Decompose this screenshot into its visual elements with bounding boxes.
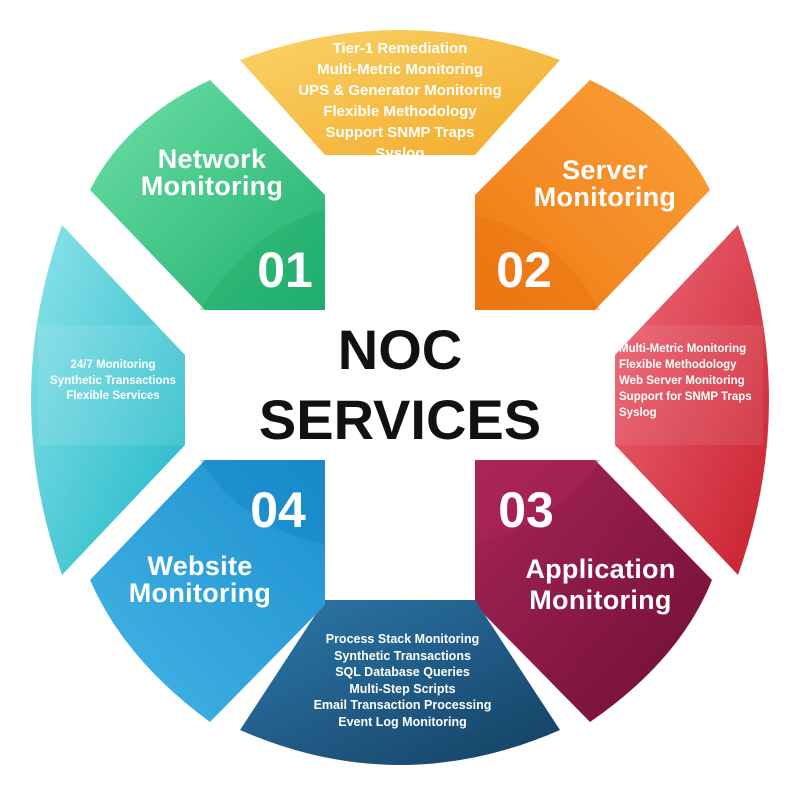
top-feature-item: Tier-1 Remediation bbox=[332, 40, 468, 57]
center-title-line2: SERVICES bbox=[258, 388, 542, 451]
website-heading-line2: Monitoring bbox=[128, 578, 272, 608]
bottom-feature-item: Multi-Step Scripts bbox=[349, 681, 456, 696]
server-number: 02 bbox=[496, 242, 552, 298]
application-monitoring-segment bbox=[475, 460, 712, 722]
bottom-feature-item: Email Transaction Processing bbox=[313, 698, 492, 712]
top-features-segment bbox=[240, 30, 560, 155]
server-heading-line1: Server bbox=[562, 155, 648, 185]
network-number: 01 bbox=[257, 242, 313, 298]
bottom-features-segment bbox=[240, 600, 560, 765]
website-heading-line1: Website bbox=[147, 551, 253, 581]
server-monitoring-segment bbox=[475, 80, 710, 310]
network-monitoring-segment bbox=[90, 80, 325, 310]
bottom-feature-item: Process Stack Monitoring bbox=[325, 632, 480, 646]
bottom-feature-item: SQL Database Queries bbox=[335, 665, 470, 679]
top-feature-item: Flexible Methodology bbox=[323, 103, 477, 120]
website-monitoring-segment bbox=[90, 460, 325, 722]
right-feature-item: Support for SNMP Traps bbox=[619, 391, 752, 403]
bottom-feature-item: Synthetic Transactions bbox=[334, 648, 471, 663]
bottom-feature-item: Event Log Monitoring bbox=[338, 714, 467, 729]
application-number: 03 bbox=[498, 482, 554, 538]
left-feature-list: 24/7 Monitoring Synthetic Transactions F… bbox=[38, 358, 188, 405]
network-heading-line2: Monitoring bbox=[140, 171, 284, 201]
right-feature-item: Web Server Monitoring bbox=[619, 375, 745, 387]
top-feature-list: Tier-1 Remediation Multi-Metric Monitori… bbox=[260, 38, 540, 164]
right-features-segment bbox=[615, 225, 769, 575]
top-feature-item: Support SNMP Traps bbox=[325, 124, 475, 141]
application-heading-line2: Monitoring bbox=[529, 585, 672, 615]
right-feature-item: Syslog bbox=[619, 407, 657, 419]
right-feature-list: Multi-Metric Monitoring Flexible Methodo… bbox=[619, 341, 769, 421]
right-feature-item: Multi-Metric Monitoring bbox=[619, 343, 747, 355]
network-heading-line1: Network bbox=[157, 144, 267, 174]
left-feature-item: Flexible Services bbox=[66, 390, 160, 402]
website-number: 04 bbox=[250, 482, 306, 538]
top-feature-item: Syslog bbox=[375, 145, 425, 162]
left-feature-item: 24/7 Monitoring bbox=[70, 359, 156, 371]
center-title-line1: NOC bbox=[337, 318, 463, 381]
left-features-segment bbox=[31, 225, 185, 575]
top-feature-item: Multi-Metric Monitoring bbox=[317, 61, 483, 78]
server-heading-line2: Monitoring bbox=[533, 182, 677, 212]
application-heading-line1: Application bbox=[525, 554, 676, 584]
right-feature-item: Flexible Methodology bbox=[619, 359, 737, 371]
left-feature-item: Synthetic Transactions bbox=[50, 374, 176, 387]
bottom-feature-list: Process Stack Monitoring Synthetic Trans… bbox=[290, 631, 515, 730]
top-feature-item: UPS & Generator Monitoring bbox=[298, 82, 502, 99]
